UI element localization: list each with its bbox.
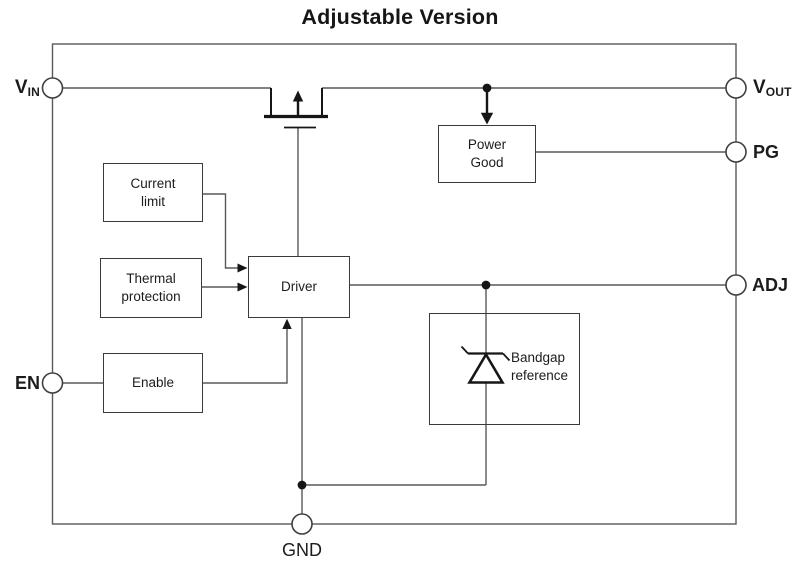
pin-label-vout: VOUT: [753, 77, 792, 99]
block-enable: Enable: [103, 353, 203, 413]
junction-dot-adj: [481, 280, 491, 290]
zener-diode-icon: [460, 345, 511, 384]
block-driver: Driver: [248, 256, 350, 318]
block-label: Driver: [281, 279, 317, 294]
pmos-pass-transistor-icon: [264, 88, 328, 129]
block-thermal-protection: Thermal protection: [100, 258, 202, 318]
block-label: Current: [130, 175, 176, 191]
block-power-good: Power Good: [438, 125, 536, 183]
block-bandgap-reference: [429, 313, 580, 425]
pin-circle-vout: [725, 77, 747, 99]
block-label: Power: [467, 137, 507, 152]
current-limit-wire: [203, 193, 239, 269]
pin-circle-vin: [41, 77, 64, 99]
pin-circle-pg: [725, 141, 747, 163]
pin-label-vin: VIN: [14, 77, 40, 99]
pin-circle-gnd: [291, 513, 313, 535]
bandgap-reference-label: Bandgap reference: [511, 350, 569, 383]
pin-label-gnd: GND: [282, 540, 322, 560]
enable-arrowhead: [282, 318, 292, 329]
enable-wire: [203, 328, 288, 384]
block-label: Good: [470, 155, 504, 170]
block-label: limit: [141, 193, 165, 209]
pin-label-adj: ADJ: [752, 275, 789, 295]
junction-dot-vout: [482, 83, 492, 93]
pin-label-en: EN: [14, 373, 40, 393]
block-label: protection: [121, 289, 181, 304]
block-current-limit: Current limit: [103, 163, 203, 222]
junction-dot-ground: [297, 480, 307, 490]
thermal-arrowhead: [237, 282, 248, 292]
diagram-title: Adjustable Version: [301, 5, 499, 29]
block-label: Thermal: [126, 271, 176, 286]
pin-circle-en: [41, 372, 64, 394]
pin-label-pg: PG: [753, 142, 780, 162]
vout-sense-arrow: [480, 92, 494, 125]
current-limit-arrowhead: [237, 263, 248, 273]
pin-circle-adj: [725, 274, 747, 296]
block-label: Enable: [131, 375, 175, 390]
